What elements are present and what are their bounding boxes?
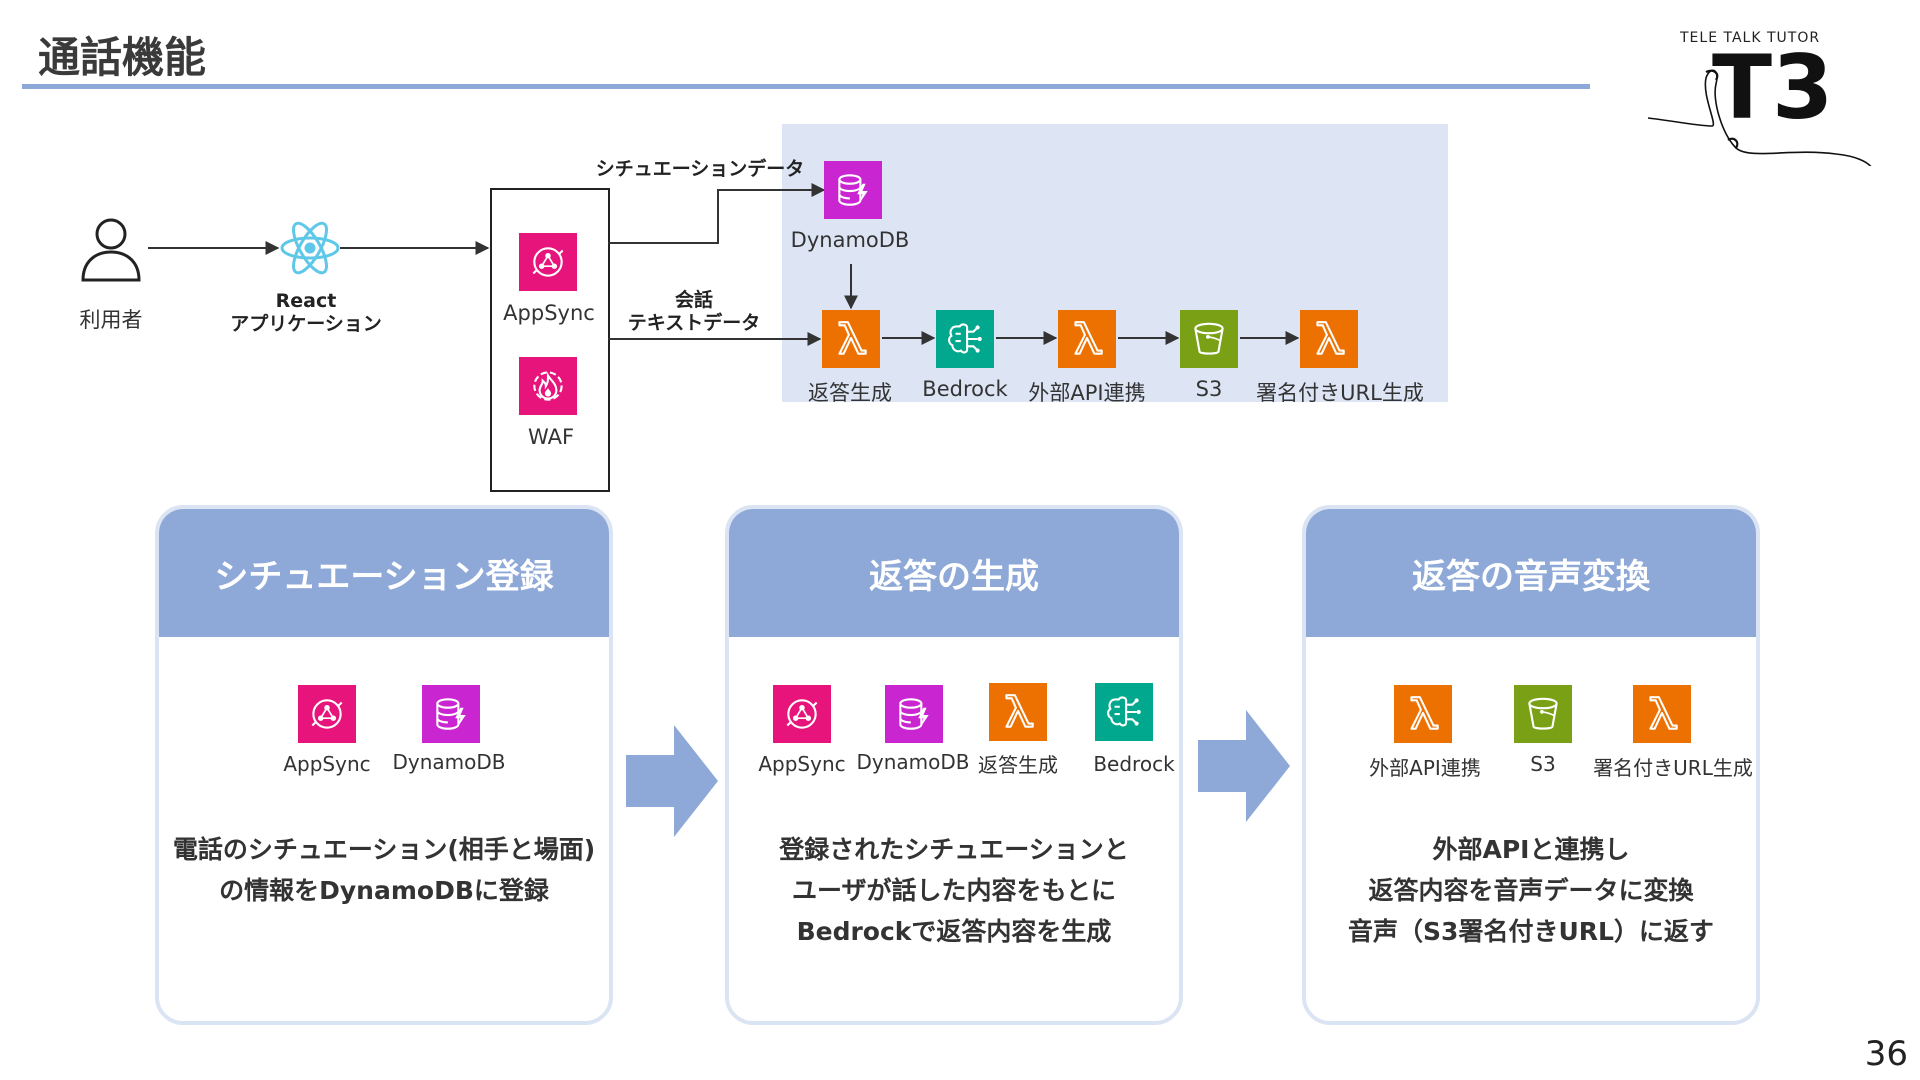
logo-tagline: TELE TALK TUTOR [1680,30,1821,46]
lambda-icon [989,683,1047,741]
appsync-icon [519,233,577,291]
card-icon-label: DynamoDB [392,750,506,774]
appsync-label: AppSync [503,301,595,325]
dynamodb-label: DynamoDB [790,228,910,252]
pipeline-label-response: 返答生成 [808,381,892,405]
title-underline [22,84,1590,89]
pipeline-label-extapi: 外部API連携 [1028,381,1146,405]
lambda-url-icon [1633,685,1691,743]
react-icon [280,221,340,275]
dynamodb-icon [422,685,480,743]
card-icon-label: AppSync [758,752,846,776]
flow-arrow-icon [1198,710,1290,822]
card-description: 外部APIと連携し 返答内容を音声データに変換 音声（S3署名付きURL）に返す [1348,835,1714,946]
appsync-icon [298,685,356,743]
waf-label: WAF [527,425,575,449]
appsync-icon [773,685,831,743]
edge-situation-label: シチュエーションデータ [595,158,805,180]
page-title: 通話機能 [38,33,207,82]
dynamodb-icon [885,685,943,743]
card-response-generation: 返答の生成 AppSync DynamoDB 返答生成 Bedrock 登録され… [725,505,1183,1025]
phone-logo-icon [1647,69,1872,166]
card-description: 電話のシチュエーション(相手と場面) の情報をDynamoDBに登録 [172,835,596,905]
card-description: 登録されたシチュエーションと ユーザが話した内容をもとに Bedrockで返答内… [779,835,1129,946]
card-icon-label: 返答生成 [978,753,1058,777]
card-situation-register: シチュエーション登録 AppSync DynamoDB 電話のシチュエーション(… [155,505,613,1025]
card-icon-label: 署名付きURL生成 [1593,756,1753,780]
card-icon-label: S3 [1530,752,1556,776]
edge-situation [608,183,826,244]
bedrock-icon [1095,683,1153,741]
edge-conversation-label: 会話 テキストデータ [627,289,761,334]
dynamodb-icon [824,161,882,219]
lambda-url-icon [1300,310,1358,368]
card-title: シチュエーション登録 [159,509,609,637]
pipeline-label-url: 署名付きURL生成 [1256,381,1424,405]
logo-mark: T3 [1712,36,1834,139]
pipeline-label-bedrock: Bedrock [922,377,1008,401]
react-label: React アプリケーション [230,290,382,335]
lambda-response-icon [822,310,880,368]
bedrock-icon [936,310,994,368]
card-title: 返答の生成 [729,509,1179,637]
lambda-extapi-icon [1058,310,1116,368]
user-icon [81,218,141,282]
card-icon-label: Bedrock [1093,752,1175,776]
user-label: 利用者 [79,308,143,332]
card-icon-label: DynamoDB [856,750,970,774]
card-voice-conversion: 返答の音声変換 外部API連携 S3 署名付きURL生成 外部APIと連携し 返… [1302,505,1760,1025]
s3-icon [1514,685,1572,743]
card-icon-label: 外部API連携 [1369,756,1481,780]
page-number: 36 [1864,1034,1908,1074]
pipeline-label-s3: S3 [1195,377,1223,401]
waf-icon [519,357,577,415]
s3-icon [1180,310,1238,368]
flow-arrow-icon [626,725,718,837]
lambda-extapi-icon [1394,685,1452,743]
card-title: 返答の音声変換 [1306,509,1756,637]
card-icon-label: AppSync [283,752,371,776]
